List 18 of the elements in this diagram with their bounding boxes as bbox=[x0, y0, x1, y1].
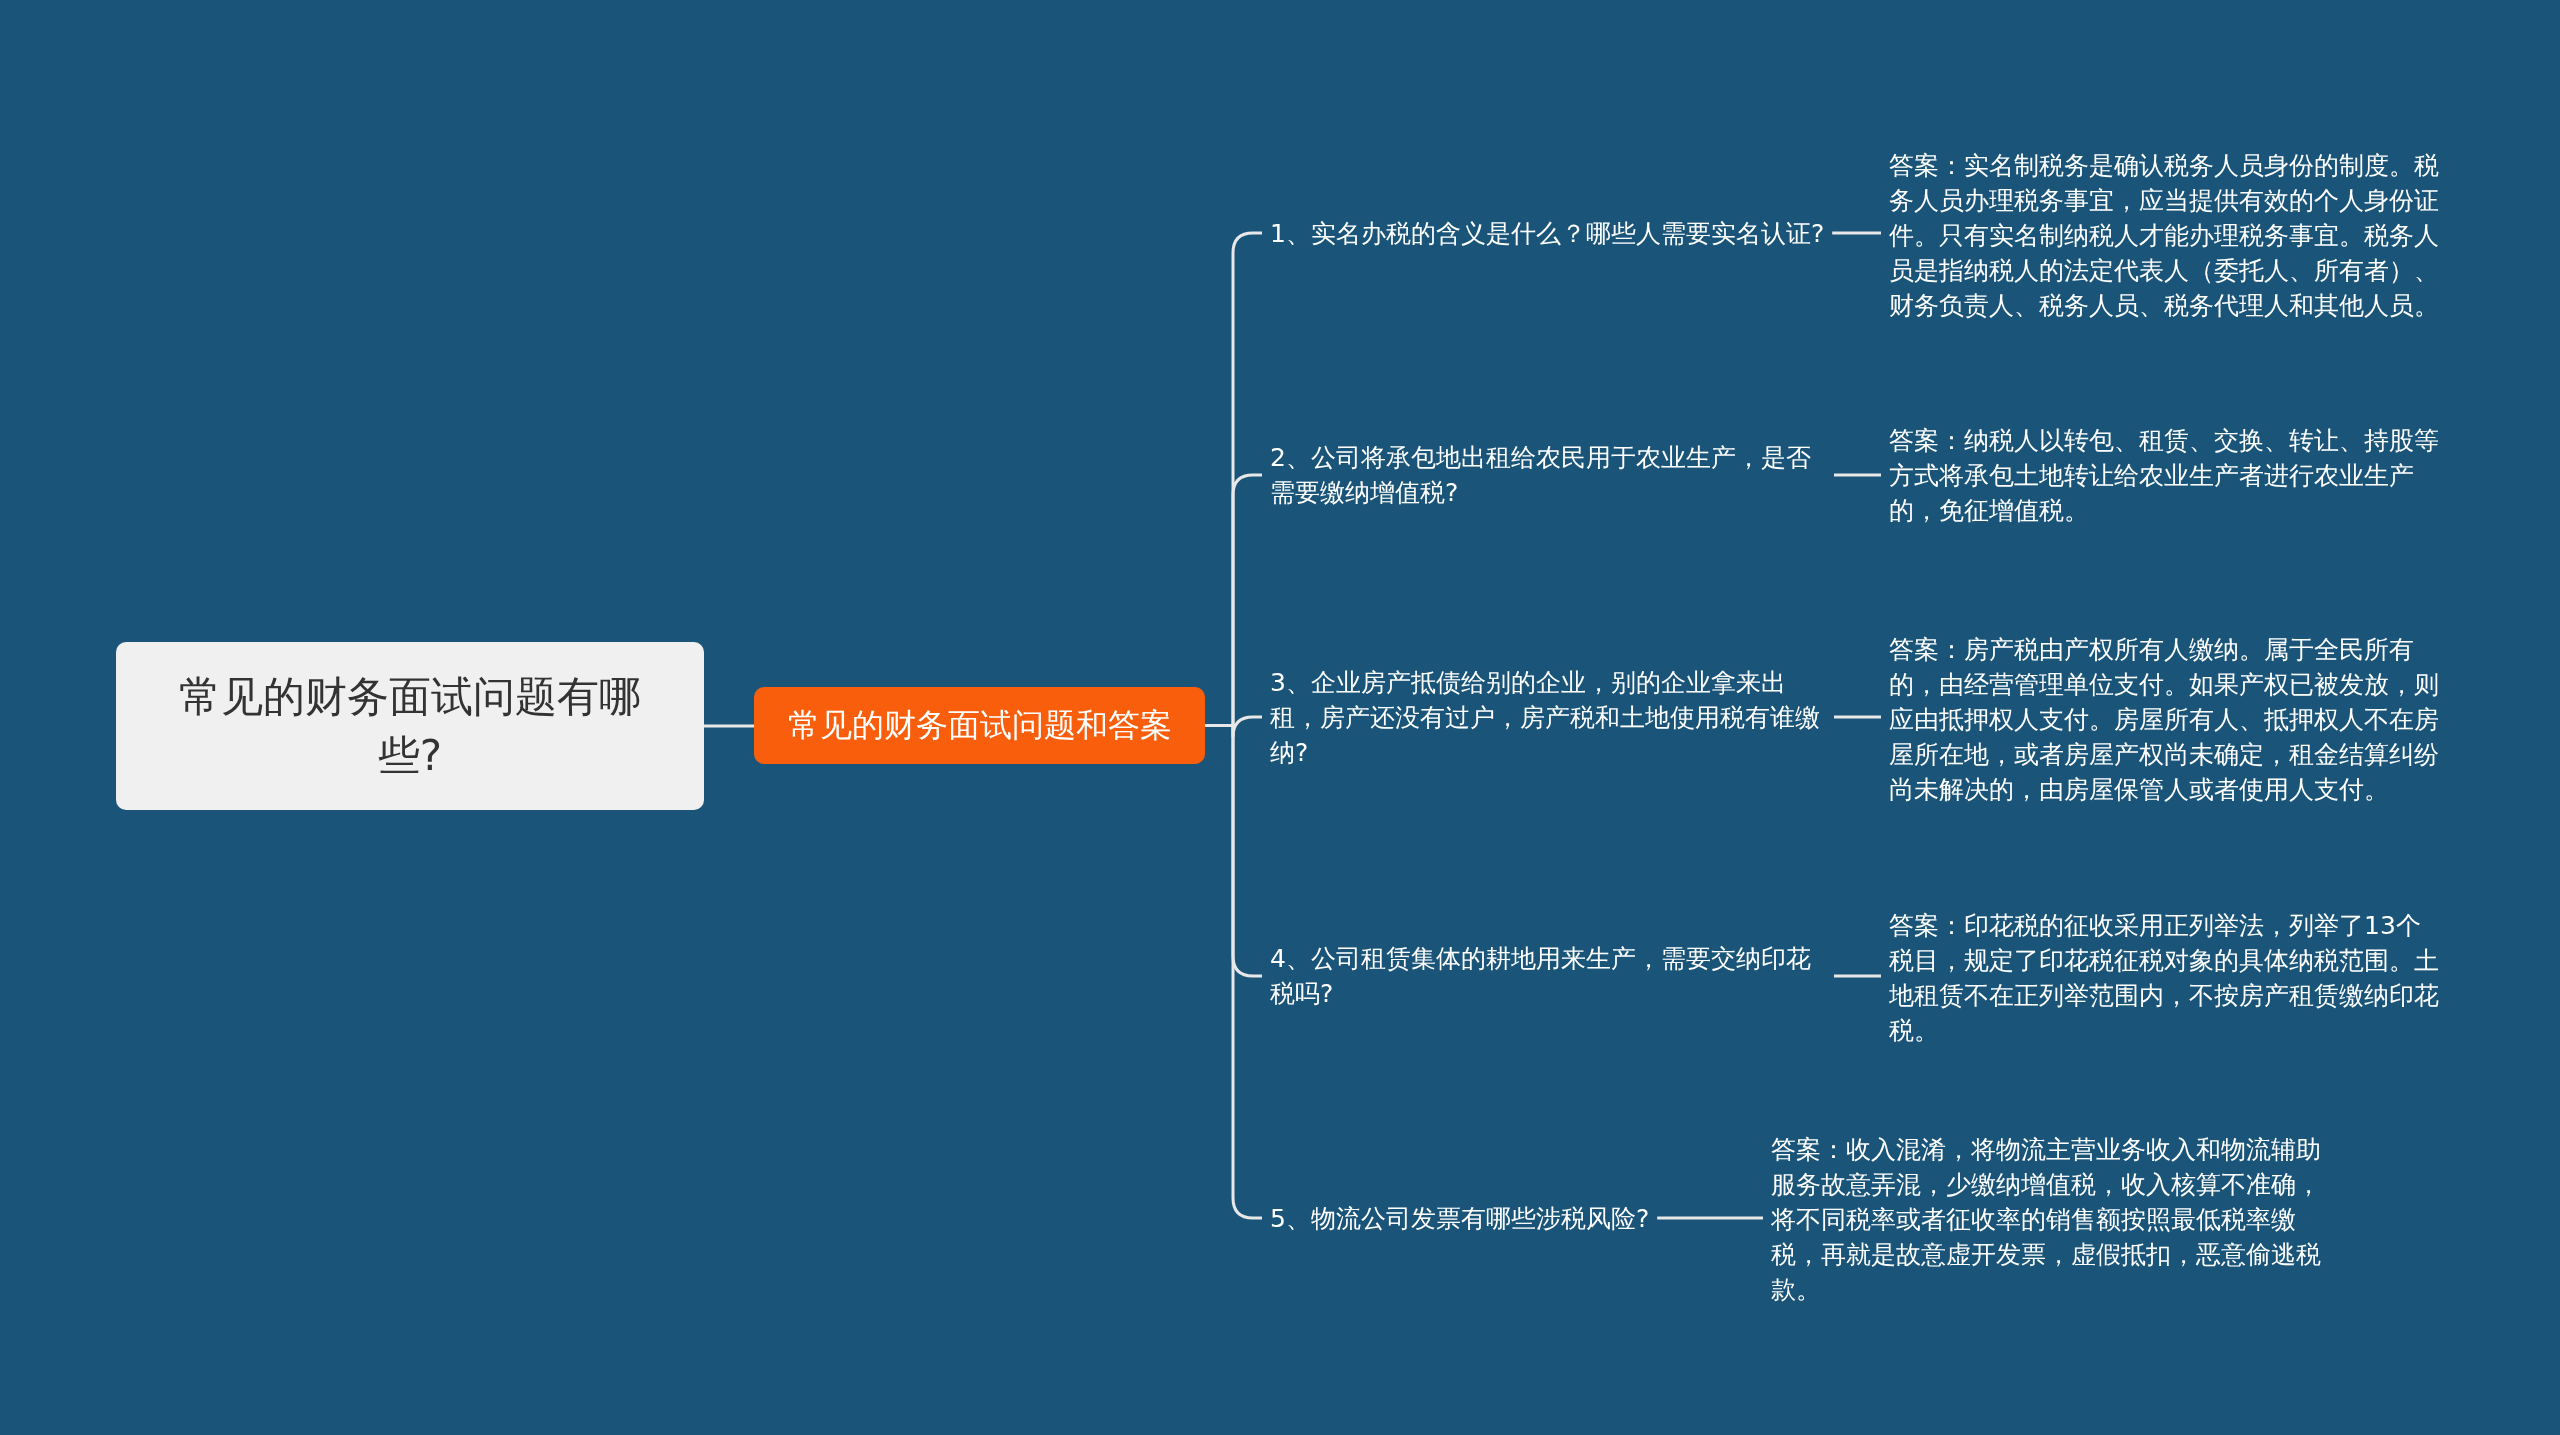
answer-text: 答案：实名制税务是确认税务人员身份的制度。税务人员办理税务事宜，应当提供有效的个人身份证件。只有实名制纳税人才能办理税务事宜。税务人员是指纳税人的法定代表人（委托人、所有者）、财务负责人、税务人员、税务代理人和其他人员。 bbox=[1889, 149, 2440, 322]
connector-line bbox=[1832, 231, 1881, 235]
answer-text: 答案：印花税的征收采用正列举法，列举了13个税目，规定了印花税征税对象的具体纳税范围。土地租赁不在正列举范围内，不按房产租赁缴纳印花税。 bbox=[1889, 910, 2440, 1047]
answer-text: 答案：纳税人以转包、租赁、交换、转让、持股等方式将承包土地转让给农业生产者进行农业生产的，免征增值税。 bbox=[1889, 424, 2440, 527]
connector-line bbox=[1834, 473, 1881, 477]
question-text: 4、公司租赁集体的耕地用来生产，需要交纳印花税吗? bbox=[1270, 943, 1812, 1010]
question-text: 2、公司将承包地出租给农民用于农业生产，是否需要缴纳增值税? bbox=[1270, 442, 1812, 509]
connector-line bbox=[1657, 1216, 1763, 1220]
question-text: 5、物流公司发票有哪些涉税风险? bbox=[1270, 1202, 1650, 1235]
root-topic-box: 常见的财务面试问题有哪些? bbox=[116, 642, 704, 810]
answer-text: 答案：房产税由产权所有人缴纳。属于全民所有的，由经营管理单位支付。如果产权已被发放，则应由抵押权人支付。房屋所有人、抵押权人不在房屋所在地，或者房屋产权尚未确定，租金结算纠纷尚未解决的，由房屋保管人或者使用人支付。 bbox=[1889, 633, 2440, 806]
connector-line bbox=[1834, 974, 1881, 978]
connector-line bbox=[1834, 715, 1881, 719]
main-topic-box: 常见的财务面试问题和答案 bbox=[754, 687, 1205, 764]
connector-line bbox=[704, 724, 754, 728]
question-text: 3、企业房产抵债给别的企业，别的企业拿来出租，房产还没有过户，房产税和土地使用税有谁缴纳? bbox=[1270, 666, 1821, 769]
question-text: 1、实名办税的含义是什么？哪些人需要实名认证? bbox=[1270, 217, 1825, 250]
answer-text: 答案：收入混淆，将物流主营业务收入和物流辅助服务故意弄混，少缴纳增值税，收入核算不准确，将不同税率或者征收率的销售额按照最低税率缴税，再就是故意虚开发票，虚假抵扣，恶意偷逃税款。 bbox=[1771, 1133, 2322, 1306]
